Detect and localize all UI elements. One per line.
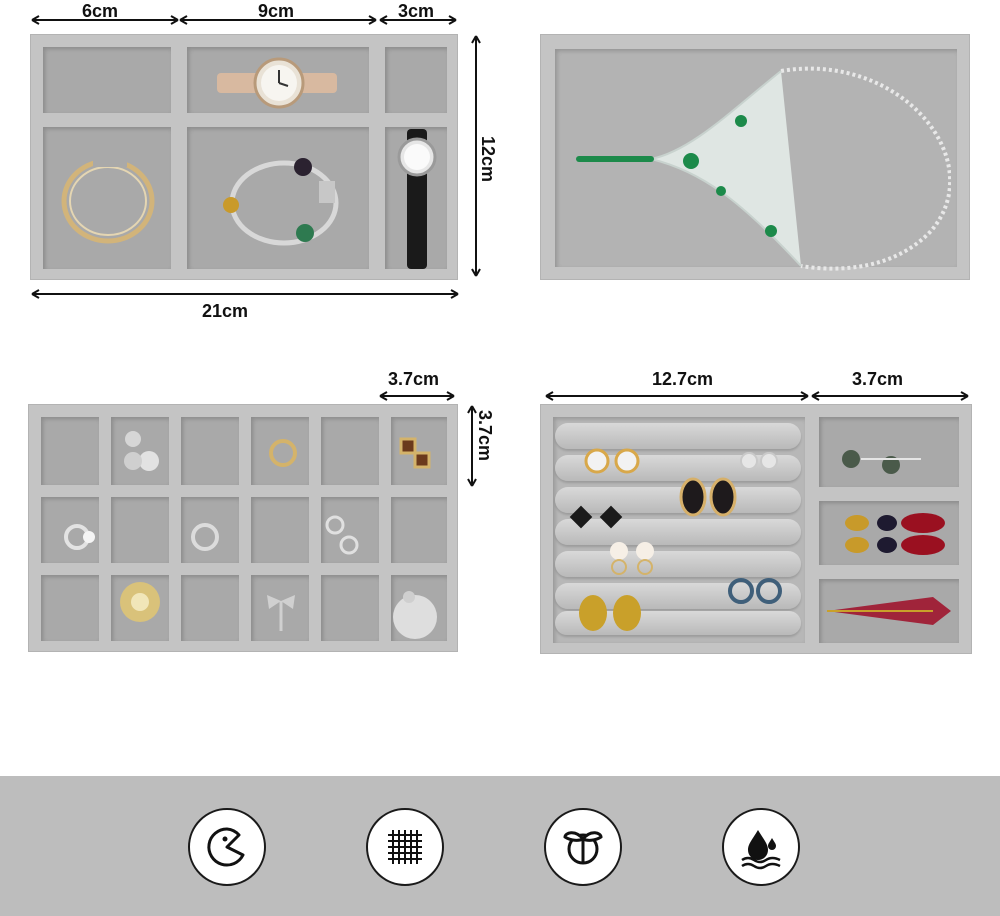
tray-earring-rolls [540, 404, 972, 654]
pearl-studs-image [842, 450, 921, 474]
drop-earrings-image [740, 452, 778, 470]
ring-image [269, 439, 297, 467]
feature-badge-2 [366, 808, 444, 886]
silver-ring-image-2 [191, 523, 219, 551]
square-earrings-image [569, 505, 623, 529]
silver-ring-image [64, 524, 95, 550]
gold-leaf-earrings-image [579, 595, 641, 631]
feature-badge-4 [722, 808, 800, 886]
pearl-earrings-image [610, 542, 654, 575]
blue-hoop-earrings-image [728, 578, 782, 604]
pacman-icon [207, 827, 245, 867]
tray-necklace [540, 34, 970, 280]
bracelet-image [61, 155, 155, 244]
grid-icon [388, 830, 422, 864]
watch-image [217, 57, 337, 109]
oval-earrings-image [679, 477, 737, 517]
bow-pendant-image [267, 595, 295, 631]
red-drop-earrings-image [845, 513, 945, 555]
stud-earrings-image [584, 448, 640, 474]
leather-watch-image [397, 129, 437, 269]
feature-badge-3 [544, 808, 622, 886]
flower-brooch-image [393, 591, 437, 639]
water-drop-icon [741, 830, 781, 870]
earring-image [124, 431, 159, 471]
necklace-image [576, 66, 951, 271]
gem-earring-image [399, 437, 431, 469]
feature-badge-1 [188, 808, 266, 886]
feature-band [0, 776, 1000, 916]
charm-bracelet-image [223, 158, 339, 246]
tassel-earrings-image [827, 597, 951, 625]
leaf-icon [563, 831, 603, 865]
tray-ring-grid [28, 404, 458, 652]
brooch-image [120, 582, 160, 622]
tray-compartment-top-left [30, 34, 458, 280]
hoop-earring-image [325, 515, 359, 555]
